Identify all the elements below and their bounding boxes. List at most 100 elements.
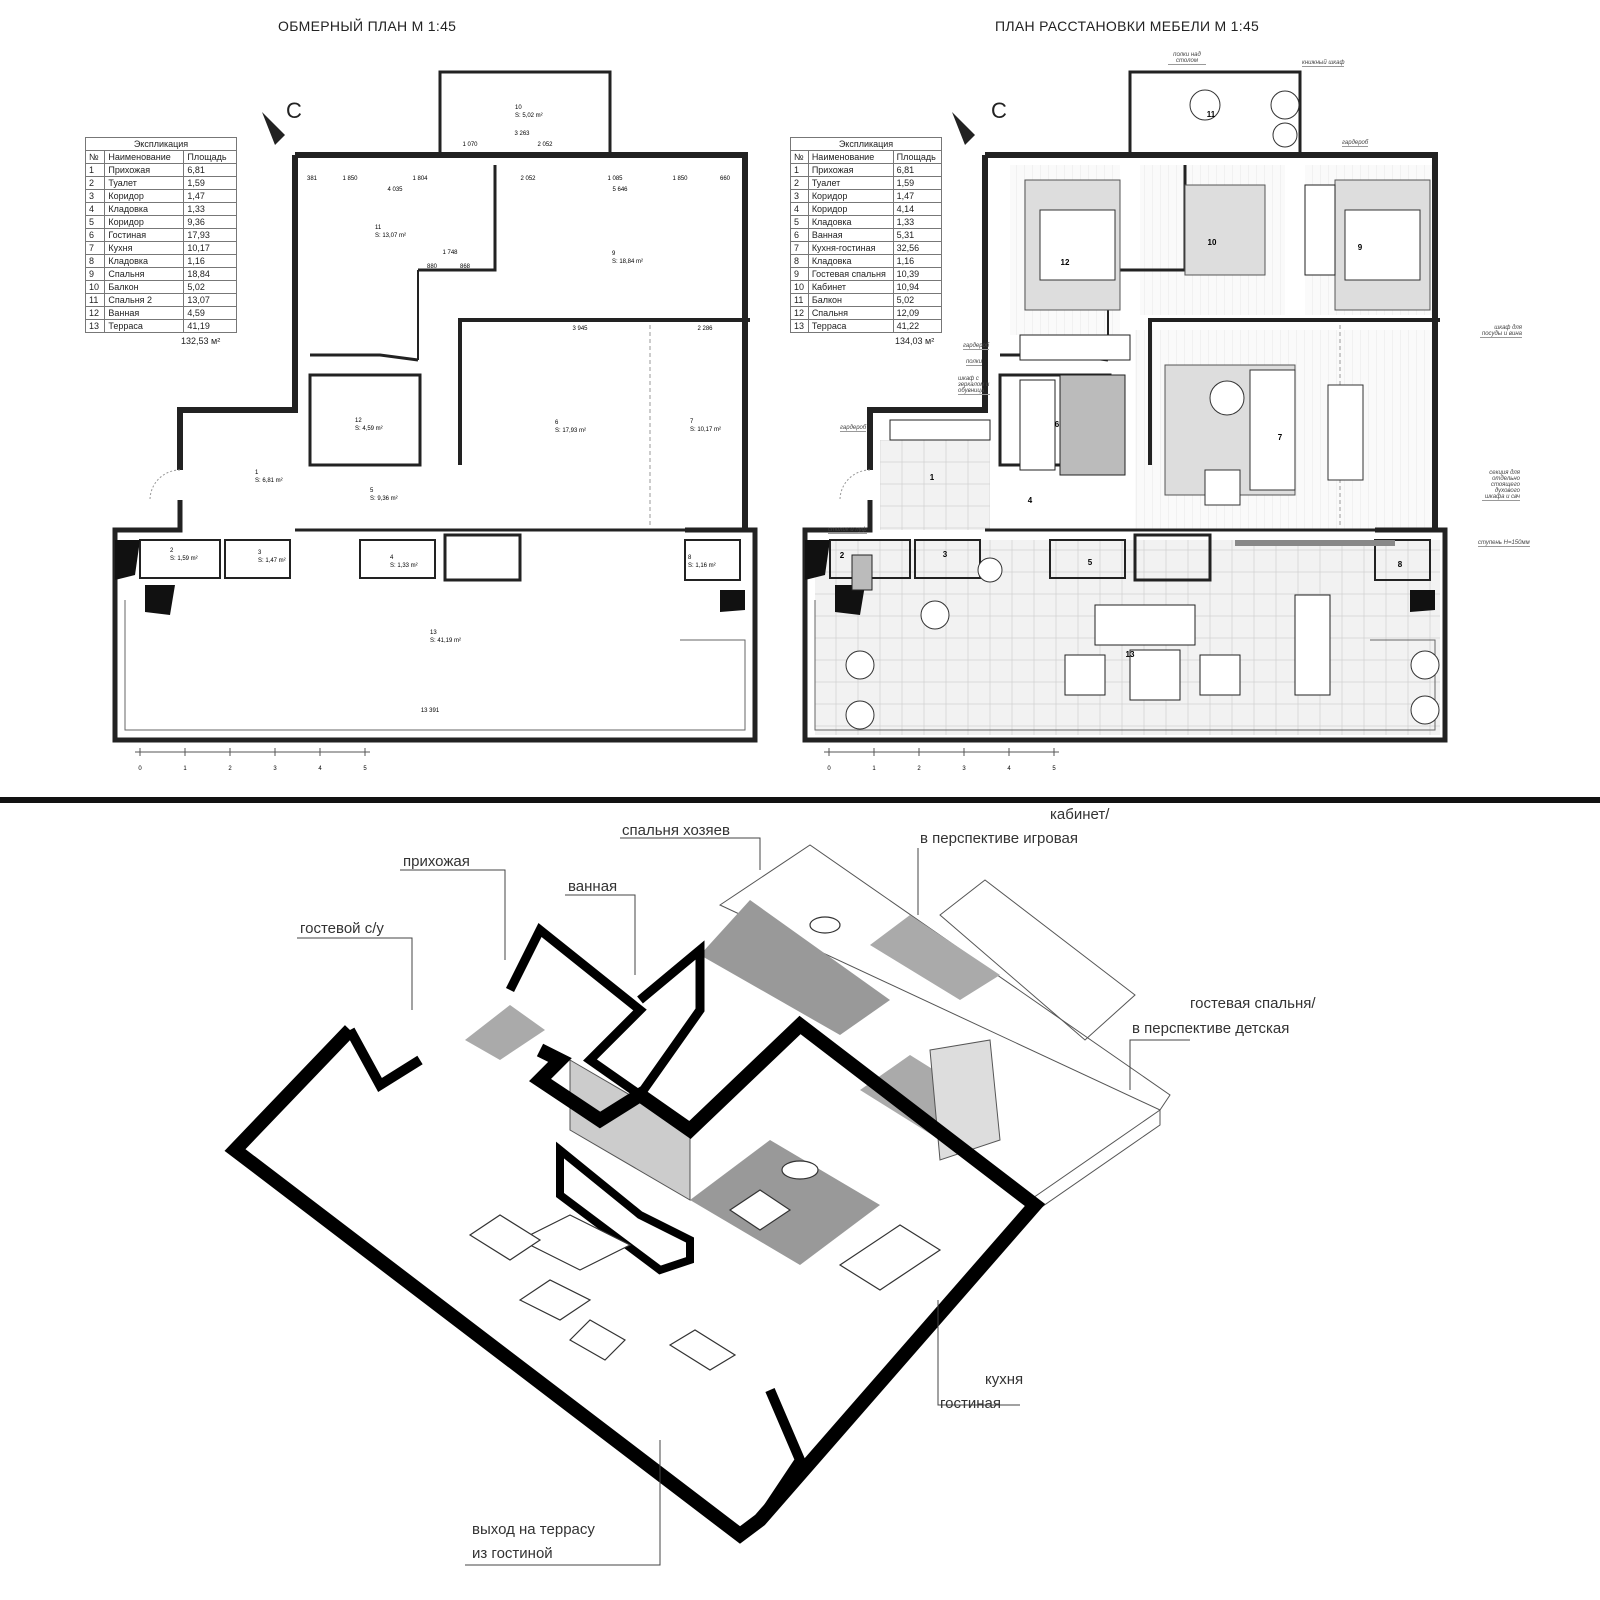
scale-tick-label: 4 (318, 766, 322, 772)
room-area-label: S: 4,59 m² (355, 426, 383, 432)
room-number: 8 (688, 555, 692, 561)
north-label-right: С (991, 98, 1007, 123)
room-area-label: S: 41,19 m² (430, 638, 461, 644)
measure-plan-title: ОБМЕРНЫЙ ПЛАН М 1:45 (278, 18, 457, 34)
label-study-1: кабинет/ (1050, 806, 1110, 823)
note-oven-section: секция для отдельно стоящего духового шк… (1482, 470, 1520, 501)
room-number: 3 (943, 550, 948, 559)
section-divider (0, 797, 1600, 803)
label-kitchen: кухня (985, 1371, 1024, 1388)
room-number: 3 (258, 550, 262, 556)
scale-tick-label: 5 (1052, 766, 1056, 772)
note-wardrobe-top: гардероб (1342, 140, 1369, 147)
room-number: 11 (1207, 110, 1216, 119)
north-arrow-icon (952, 112, 975, 145)
leader-lines (297, 837, 1190, 1566)
note-dish-cabinet: шкаф для посуды и вина (1480, 325, 1522, 338)
label-living: гостиная (940, 1395, 1001, 1412)
dining-table (1327, 384, 1364, 481)
note-wardrobe-entry: гардероб (840, 425, 867, 432)
room-number: 7 (1278, 433, 1283, 442)
scale-tick-label: 3 (962, 766, 966, 772)
scale-tick-label: 3 (273, 766, 277, 772)
table-header: Площадь (892, 150, 943, 164)
room-number: 13 (430, 630, 437, 636)
room-area-label: S: 17,93 m² (555, 428, 586, 434)
dimension-label: 868 (460, 264, 471, 270)
room-number: 11 (375, 225, 382, 231)
room-number: 13 (1126, 650, 1135, 659)
plant-icons (845, 89, 1440, 730)
room-number: 9 (612, 251, 616, 257)
room-number: 1 (255, 470, 259, 476)
dimension-label: 2 052 (520, 176, 536, 182)
label-terrace-exit-1: выход на террасу (472, 1521, 595, 1538)
note-wardrobe-hall: гардероб (963, 343, 990, 350)
room-number: 9 (1358, 243, 1363, 252)
explication-total-furniture: 134,03 м² (895, 336, 935, 346)
dimension-label: 3 263 (514, 131, 530, 137)
dimension-label: 4 035 (387, 187, 403, 193)
dimension-label: 5 646 (612, 187, 628, 193)
north-label-left: С (286, 98, 302, 123)
table-cell: 5,31 (892, 228, 943, 242)
scale-tick-label: 1 (872, 766, 876, 772)
room-area-label: S: 6,81 m² (255, 478, 283, 484)
note-step: ступень H=150мм (1478, 540, 1530, 547)
dimension-label: 880 (427, 264, 438, 270)
dimension-label: 2 286 (697, 326, 713, 332)
room-area-label: S: 9,36 m² (370, 496, 398, 502)
table-cell: 1 (84, 163, 106, 177)
sofa (1249, 369, 1296, 491)
room-number: 10 (1208, 238, 1217, 247)
label-guest-bedroom-1: гостевая спальня/ (1190, 995, 1316, 1012)
furniture-plan-title: ПЛАН РАССТАНОВКИ МЕБЕЛИ М 1:45 (995, 18, 1260, 34)
dimension-label: 1 085 (607, 176, 623, 182)
scale-tick-label: 0 (827, 766, 831, 772)
room-area-label: S: 5,02 m² (515, 113, 543, 119)
scale-tick-label: 0 (138, 766, 142, 772)
table-cell: Терраса (104, 319, 185, 333)
room-number: 4 (1028, 496, 1033, 505)
room-number: 7 (690, 419, 694, 425)
label-hall: прихожая (403, 853, 470, 870)
room-number: 5 (1088, 558, 1093, 567)
room-number: 1 (930, 473, 935, 482)
table-cell: 12,09 (892, 306, 943, 320)
label-study-2: в перспективе игровая (920, 830, 1078, 847)
room-number: 2 (840, 551, 845, 560)
note-shelves: полки (966, 359, 983, 366)
scale-tick-label: 2 (917, 766, 921, 772)
room-area-label: S: 13,07 m² (375, 233, 406, 239)
table-cell: 41,22 (892, 319, 943, 333)
explication-total-measure: 132,53 м² (181, 336, 221, 346)
table-cell: 5 (84, 215, 106, 229)
dimension-label: 1 748 (442, 250, 458, 256)
room-number: 2 (170, 548, 174, 554)
scale-tick-label: 5 (363, 766, 367, 772)
bathtub (1019, 379, 1056, 471)
room-number: 8 (1398, 560, 1403, 569)
room-area-label: S: 1,16 m² (688, 563, 716, 569)
room-area-label: S: 1,33 m² (390, 563, 418, 569)
bed (1039, 209, 1116, 281)
